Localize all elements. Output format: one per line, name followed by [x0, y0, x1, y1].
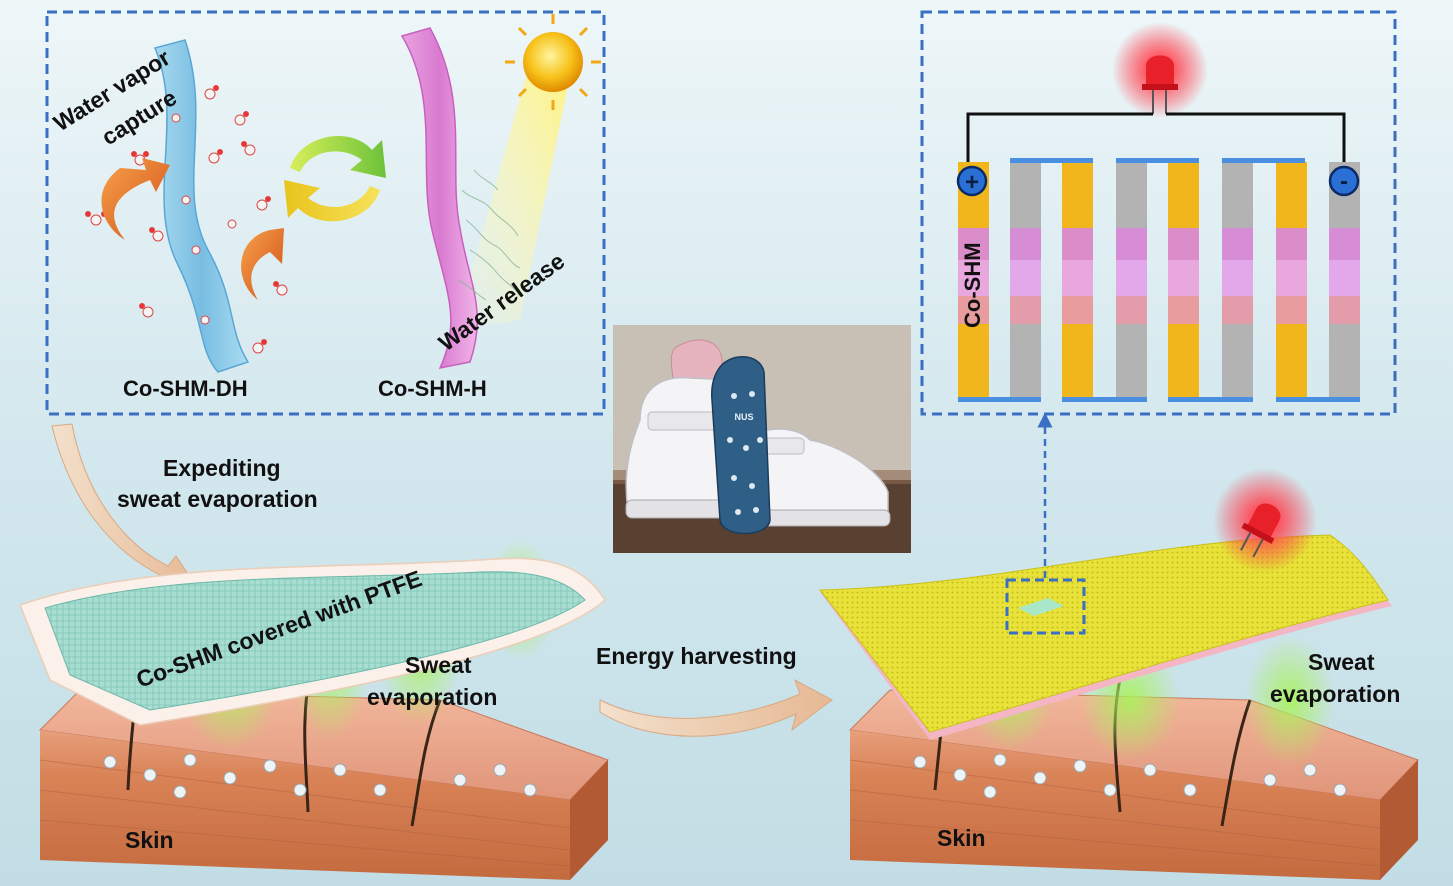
top-right-dashed-box	[920, 10, 1397, 416]
capture-swirl-arrow-lower	[241, 228, 284, 300]
selected-cell	[1018, 598, 1064, 616]
left-sweat-label-line1: Sweat	[405, 652, 472, 678]
right-skin-label: Skin	[937, 825, 986, 851]
water-release-streaks	[457, 169, 521, 301]
minus-terminal-icon: -	[1328, 165, 1360, 197]
co-shm-band	[1062, 296, 1093, 324]
right-sweat-label-line1: Sweat	[1308, 649, 1375, 675]
sun-icon	[505, 14, 601, 110]
material-h-label: Co-SHM-H	[378, 376, 487, 401]
sheet-led-icon	[1240, 503, 1281, 558]
co-shm-band	[958, 228, 989, 260]
top-right-panel: + - Co-SHM	[920, 10, 1397, 416]
ptfe-membrane	[19, 557, 606, 726]
co-shm-band	[1010, 260, 1041, 296]
co-shm-band	[1062, 260, 1093, 296]
vapor-right-3	[1245, 635, 1335, 765]
electrode-bus-top	[1222, 158, 1305, 163]
left-sweat-label-line2: evaporation	[367, 684, 497, 710]
co-shm-band	[1116, 296, 1147, 324]
water-molecules	[85, 85, 288, 354]
co-shm-band	[1329, 260, 1360, 296]
co-shm-band	[1062, 228, 1093, 260]
capture-swirl-arrow-upper	[101, 158, 170, 240]
cycle-arrow-bottom	[284, 180, 380, 222]
co-shm-band	[1222, 296, 1253, 324]
plus-symbol: +	[965, 169, 979, 196]
co-shm-band	[1168, 260, 1199, 296]
left-skin-label: Skin	[125, 827, 174, 853]
membrane-h	[400, 27, 478, 370]
top-left-dashed-box	[45, 10, 606, 416]
blue-insole	[711, 356, 771, 535]
material-dh-label: Co-SHM-DH	[123, 376, 248, 401]
plus-terminal-icon: +	[956, 165, 988, 197]
co-shm-band	[1329, 228, 1360, 260]
co-shm-band	[1116, 260, 1147, 296]
co-shm-band	[958, 260, 989, 296]
cell-label: Co-SHM	[960, 242, 985, 328]
right-scene: Sweat evaporation Skin	[819, 412, 1419, 880]
expediting-label-line1: Expediting	[163, 455, 281, 481]
minus-symbol: -	[1340, 168, 1348, 195]
selected-cell-box	[1005, 578, 1086, 635]
led-icon	[1142, 55, 1178, 114]
co-shm-band	[1276, 260, 1307, 296]
electrode-bus-bottom	[1276, 397, 1360, 402]
electrode-bus-top	[1010, 158, 1093, 163]
harvester-sheet	[819, 534, 1392, 740]
co-shm-band	[1276, 296, 1307, 324]
co-shm-band	[1010, 296, 1041, 324]
co-shm-band	[1168, 228, 1199, 260]
shoe-photo: NUS	[613, 325, 911, 553]
electrode-bus-bottom	[1062, 397, 1147, 402]
co-shm-band	[1222, 228, 1253, 260]
left-scene: Expediting sweat evaporation	[19, 423, 609, 880]
wire-left	[966, 112, 1153, 168]
right-sweat-label-line2: evaporation	[1270, 681, 1400, 707]
co-shm-band	[1168, 296, 1199, 324]
membrane-dh	[153, 39, 250, 373]
electrode-array	[958, 158, 1360, 402]
sweat-droplets-left	[103, 753, 537, 799]
electrode-bus-bottom	[958, 397, 1041, 402]
electrode-bus-bottom	[1168, 397, 1253, 402]
cycle-arrow-top	[290, 136, 386, 178]
electrode-bus-top	[1116, 158, 1199, 163]
energy-harvesting-arrow	[599, 678, 833, 737]
energy-harvesting-label: Energy harvesting	[596, 643, 797, 669]
co-shm-band	[1276, 228, 1307, 260]
co-shm-band	[1329, 296, 1360, 324]
sunlight-beam	[455, 62, 570, 330]
co-shm-band	[1010, 228, 1041, 260]
wire-right	[1166, 112, 1346, 168]
co-shm-band	[958, 296, 989, 324]
sweat-droplets-right	[913, 753, 1347, 799]
expediting-label-line2: sweat evaporation	[117, 486, 318, 512]
co-shm-band	[1116, 228, 1147, 260]
co-shm-band	[1222, 260, 1253, 296]
insole-brand: NUS	[734, 412, 753, 422]
